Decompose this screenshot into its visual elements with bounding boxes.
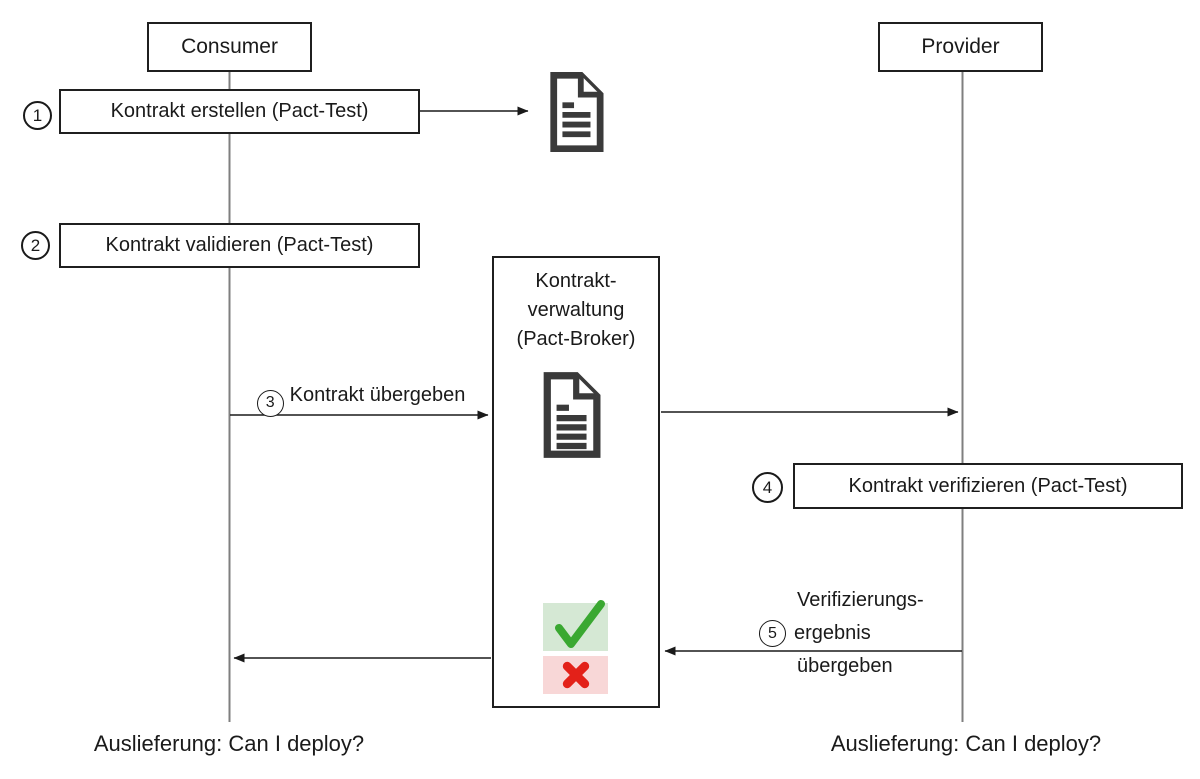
step-1-number: 1	[32, 105, 43, 125]
step-2-number-badge: 2	[21, 231, 50, 260]
checkmark-icon	[554, 600, 605, 648]
step-3-flow-label: 3 Kontrakt übergeben	[236, 384, 486, 417]
provider-actor-box: Provider	[878, 22, 1043, 72]
step-1-box: Kontrakt erstellen (Pact-Test)	[59, 89, 420, 134]
provider-deploy-footer: Auslieferung: Can I deploy?	[830, 731, 1102, 756]
step-4-box: Kontrakt verifizieren (Pact-Test)	[793, 463, 1183, 509]
step-5-label-line-2: ergebnis	[794, 622, 871, 644]
step-3-number-badge: 3	[256, 389, 284, 417]
step-4-number: 4	[762, 477, 773, 497]
step-4-label: Kontrakt verifizieren (Pact-Test)	[848, 474, 1128, 497]
broker-title-line-3: (Pact-Broker)	[516, 328, 636, 350]
verification-success-tile	[543, 600, 608, 651]
pact-broker-title: Kontrakt- verwaltung (Pact-Broker)	[494, 258, 658, 354]
broker-title-line-2: verwaltung	[527, 299, 625, 321]
step-2-box: Kontrakt validieren (Pact-Test)	[59, 223, 420, 268]
consumer-deploy-footer: Auslieferung: Can I deploy?	[93, 731, 365, 756]
broker-document-icon	[539, 372, 601, 458]
step-3-number: 3	[265, 394, 275, 411]
step-1-label: Kontrakt erstellen (Pact-Test)	[110, 100, 369, 122]
consumer-actor-box: Consumer	[147, 22, 312, 72]
step-5-label-line-1: Verifizierungs-	[797, 589, 924, 611]
verification-failure-tile	[543, 656, 608, 694]
step-1-number-badge: 1	[23, 101, 52, 130]
step-3-label: Kontrakt übergeben	[289, 384, 466, 406]
step-4-number-badge: 4	[752, 472, 783, 503]
contract-document-icon	[546, 71, 604, 153]
step-5-flow-label: Verifizierungs- 5 ergebnis übergeben	[759, 584, 924, 683]
provider-label: Provider	[921, 35, 1000, 58]
step-5-label-line-3: übergeben	[797, 655, 893, 677]
broker-title-line-1: Kontrakt-	[535, 270, 617, 292]
step-2-number: 2	[30, 235, 41, 255]
cross-icon	[562, 661, 589, 689]
consumer-label: Consumer	[181, 35, 278, 58]
step-5-number: 5	[768, 625, 777, 642]
step-2-label: Kontrakt validieren (Pact-Test)	[105, 234, 374, 256]
step-5-number-badge: 5	[759, 620, 786, 647]
